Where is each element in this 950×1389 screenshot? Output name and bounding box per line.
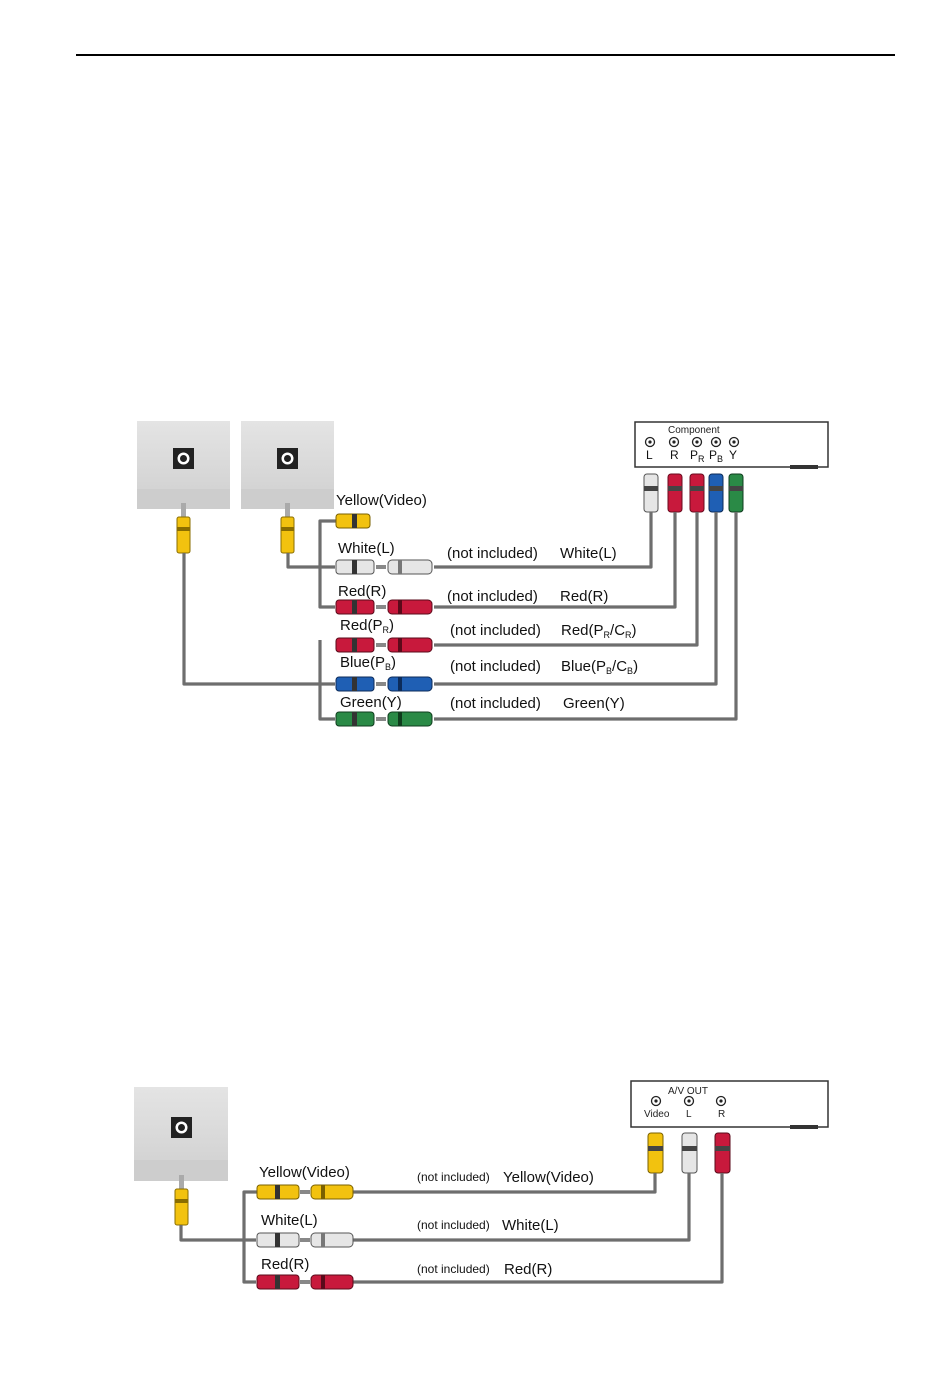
label-red-pr: Red(PR)	[340, 617, 394, 635]
yellow-plug-device-a	[176, 503, 191, 554]
panel-label: Component	[668, 425, 720, 436]
note-not-included: (not included)	[450, 695, 541, 712]
label-white-l: White(L)	[338, 540, 395, 557]
device-left-b	[241, 421, 334, 509]
component-output-panel: Component L R PR PB Y	[634, 421, 829, 469]
label-yellow-video: Yellow(Video)	[259, 1164, 350, 1181]
yellow-plug-device	[174, 1175, 189, 1226]
cables	[182, 512, 738, 721]
jack-label-r: R	[670, 448, 679, 462]
jack-port-icon	[277, 448, 298, 469]
note-not-included: (not included)	[450, 658, 541, 675]
panel-label: A/V OUT	[668, 1086, 708, 1097]
label-white-l: White(L)	[261, 1212, 318, 1229]
note-not-included: (not included)	[417, 1170, 490, 1184]
jack-label-l: L	[686, 1109, 692, 1120]
jack-icons	[644, 436, 740, 448]
note-not-included: (not included)	[417, 1262, 490, 1276]
label-green-y: Green(Y)	[340, 694, 402, 711]
label-end-red-r: Red(R)	[560, 588, 608, 605]
av-out-panel: A/V OUT Video L R	[630, 1080, 829, 1129]
note-not-included: (not included)	[417, 1218, 490, 1232]
label-end-yellow-video: Yellow(Video)	[503, 1169, 594, 1186]
connector-pair-red	[256, 1274, 354, 1290]
yellow-plug-device-b	[280, 503, 295, 554]
note-not-included: (not included)	[447, 588, 538, 605]
label-end-white-l: White(L)	[560, 545, 617, 562]
labels: Yellow(Video) (not included) Yellow(Vide…	[259, 1164, 594, 1278]
red-plug-pr	[689, 473, 705, 513]
jack-label-l: L	[646, 448, 653, 462]
diagram-av: A/V OUT Video L R	[134, 1080, 829, 1290]
yellow-plug-video	[647, 1132, 664, 1174]
jack-label-r: R	[718, 1109, 725, 1120]
connector-yellow-video	[335, 513, 371, 529]
diagram-component: Component L R PR PB Y	[137, 421, 829, 727]
labels: Yellow(Video) White(L) (not included) Wh…	[336, 492, 638, 712]
jack-port-icon	[171, 1117, 192, 1138]
white-plug-l	[643, 473, 659, 513]
jack-label-video: Video	[644, 1109, 670, 1120]
connector-pair-green	[335, 711, 433, 727]
label-end-blue-pb-cb: Blue(PB/CB)	[561, 658, 638, 676]
jack-port-icon	[173, 448, 194, 469]
label-red-r: Red(R)	[261, 1256, 309, 1273]
blue-plug-pb	[708, 473, 724, 513]
panel-plugs	[643, 473, 744, 513]
device-left-a	[137, 421, 230, 509]
red-plug-r	[714, 1132, 731, 1174]
note-not-included: (not included)	[447, 545, 538, 562]
label-end-white-l: White(L)	[502, 1217, 559, 1234]
connector-pair-red-pr	[335, 637, 433, 653]
connector-pair-white	[256, 1232, 354, 1248]
label-blue-pb: Blue(PB)	[340, 654, 396, 672]
device-left	[134, 1087, 228, 1181]
label-yellow-video: Yellow(Video)	[336, 492, 427, 509]
connector-pair-white	[335, 559, 433, 575]
connector-pair-yellow	[256, 1184, 354, 1200]
label-end-red-pr-cr: Red(PR/CR)	[561, 622, 637, 640]
label-red-r: Red(R)	[338, 583, 386, 600]
jack-label-y: Y	[729, 448, 737, 462]
note-not-included: (not included)	[450, 622, 541, 639]
panel-plugs	[647, 1132, 731, 1174]
green-plug-y	[728, 473, 744, 513]
label-end-green-y: Green(Y)	[563, 695, 625, 712]
connector-pair-blue	[335, 676, 433, 692]
white-plug-l	[681, 1132, 698, 1174]
cables	[179, 1173, 724, 1284]
label-end-red-r: Red(R)	[504, 1261, 552, 1278]
red-plug-r	[667, 473, 683, 513]
header-rule	[76, 54, 895, 56]
connector-pair-red-r	[335, 599, 433, 615]
